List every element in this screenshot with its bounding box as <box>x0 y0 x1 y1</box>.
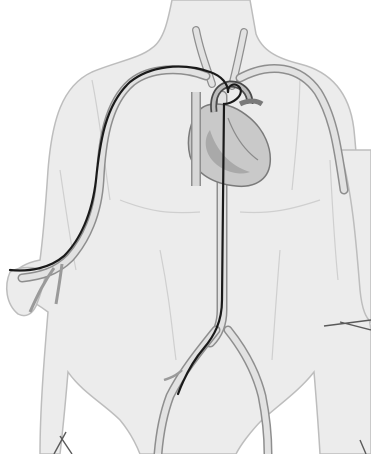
medical-illustration <box>0 0 371 454</box>
illustration-canvas <box>0 0 371 454</box>
